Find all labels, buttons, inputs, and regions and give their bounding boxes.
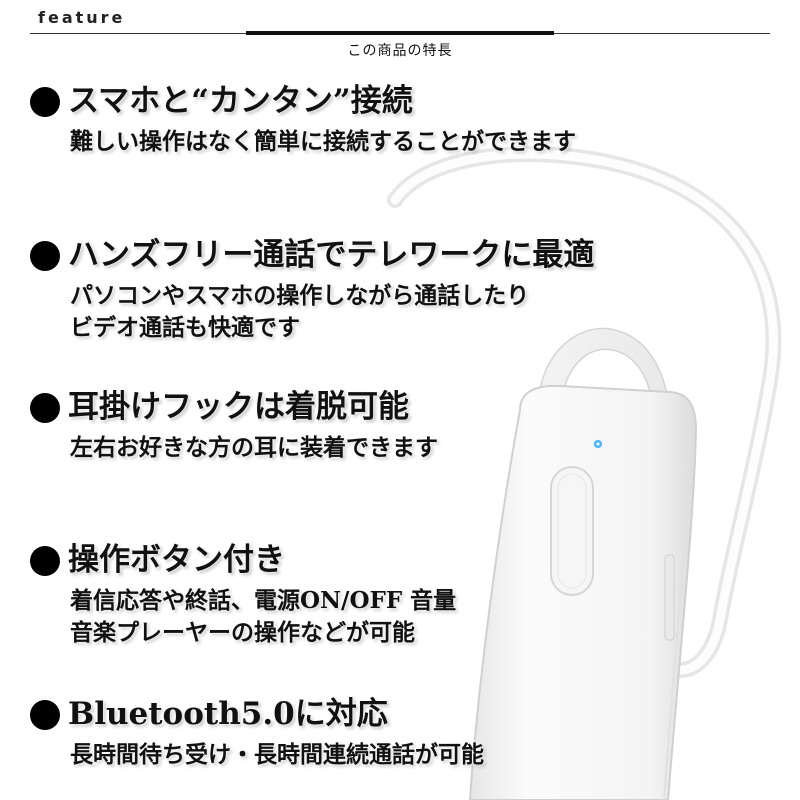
feature-description: 左右お好きな方の耳に装着できます: [70, 432, 438, 465]
feature-line: パソコンやスマホの操作しながら通話したり: [70, 281, 530, 309]
feature-title: スマホと“カンタン”接続: [68, 83, 413, 119]
feature-item: スマホと“カンタン”接続 難しい操作はなく簡単に接続することができます: [30, 83, 576, 159]
feature-line: 左右お好きな方の耳に装着できます: [70, 433, 438, 461]
feature-item: Bluetooth5.0に対応 長時間待ち受け・長時間連続通話が可能: [30, 696, 484, 772]
feature-item: 耳掛けフックは着脱可能 左右お好きな方の耳に装着できます: [30, 389, 438, 465]
feature-item: ハンズフリー通話でテレワークに最適 パソコンやスマホの操作しながら通話したり ビ…: [30, 237, 595, 345]
header-subtitle: この商品の特長: [347, 43, 453, 59]
bullet-icon: [30, 240, 60, 271]
feature-item: 操作ボタン付き 着信応答や終話、電源ON/OFF 音量 音楽プレーヤーの操作など…: [30, 542, 456, 650]
feature-title: 耳掛けフックは着脱可能: [68, 389, 409, 425]
feature-line: ビデオ通話も快適です: [70, 314, 300, 342]
bullet-icon: [30, 699, 60, 730]
multifunction-button: [550, 466, 594, 596]
header-accent-bar: [246, 31, 554, 35]
bullet-icon: [30, 545, 60, 576]
feature-line: 長時間待ち受け・長時間連続通話が可能: [70, 740, 484, 768]
header-label: feature: [38, 8, 126, 27]
feature-description: 着信応答や終話、電源ON/OFF 音量 音楽プレーヤーの操作などが可能: [70, 585, 456, 650]
feature-line: 難しい操作はなく簡単に接続することができます: [70, 127, 576, 155]
feature-line: 着信応答や終話、電源ON/OFF 音量: [70, 586, 457, 614]
feature-description: 長時間待ち受け・長時間連続通話が可能: [70, 739, 484, 772]
feature-title: Bluetooth5.0に対応: [68, 696, 388, 732]
feature-description: 難しい操作はなく簡単に接続することができます: [70, 126, 576, 159]
feature-title: 操作ボタン付き: [68, 542, 285, 578]
feature-description: パソコンやスマホの操作しながら通話したり ビデオ通話も快適です: [70, 280, 594, 345]
feature-title: ハンズフリー通話でテレワークに最適: [68, 237, 595, 273]
feature-line: 音楽プレーヤーの操作などが可能: [70, 619, 415, 647]
bullet-icon: [30, 392, 60, 423]
bullet-icon: [30, 86, 60, 117]
